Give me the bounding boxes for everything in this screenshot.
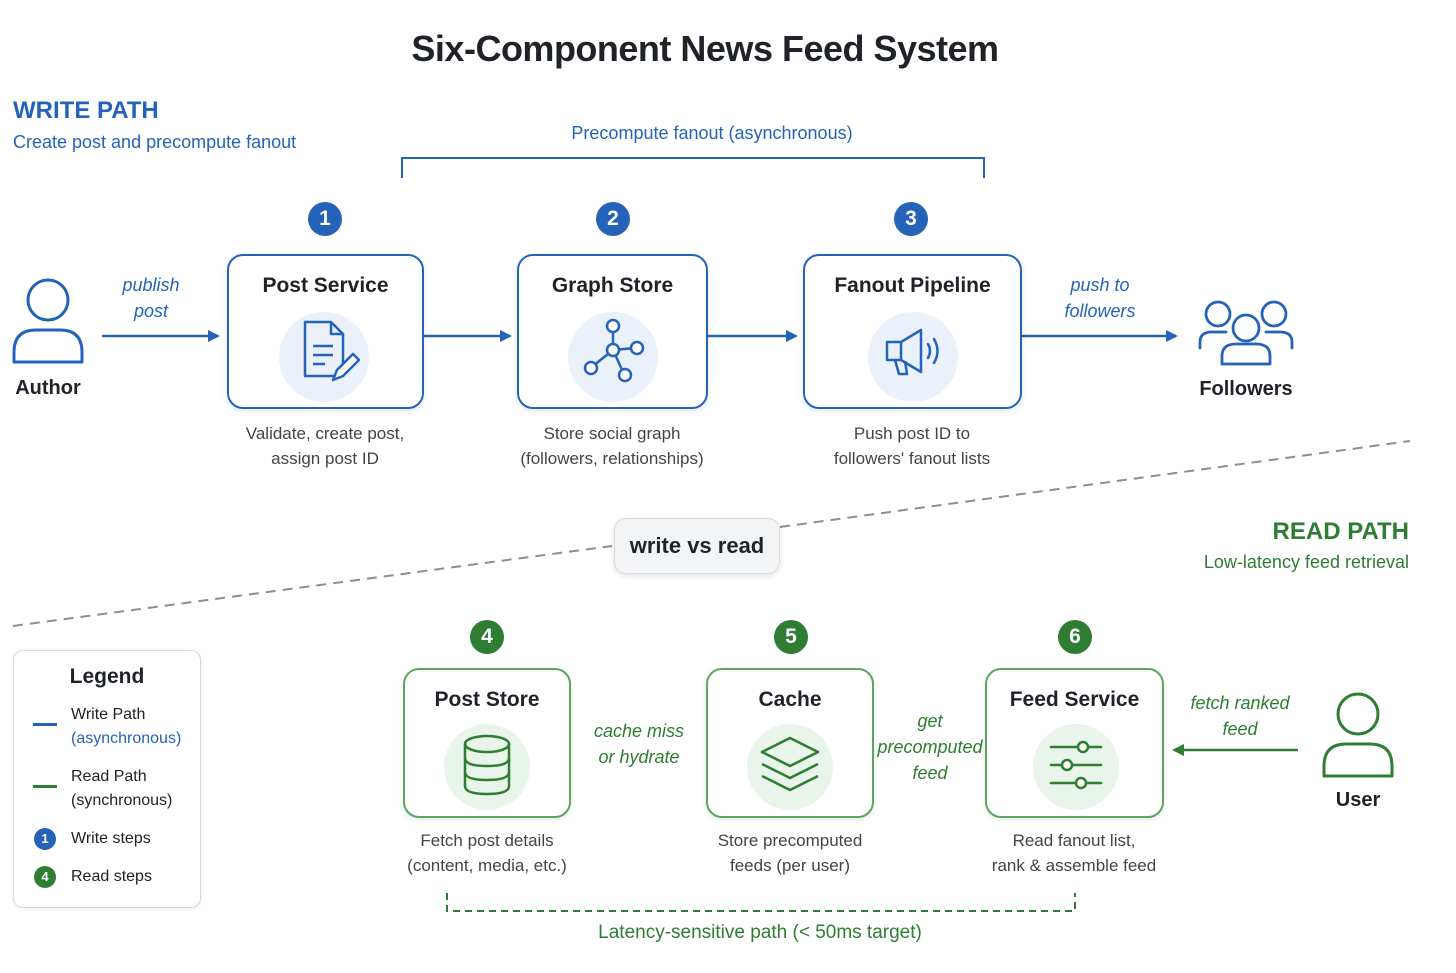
description-line: Validate, create post, xyxy=(245,424,405,443)
edge-label-line: post xyxy=(133,301,169,321)
edge-label-line: get xyxy=(917,711,943,731)
description-line: (followers, relationships) xyxy=(520,449,704,468)
user-actor: User xyxy=(1318,690,1398,820)
cache-description: Store precomputed feeds (per user) xyxy=(665,828,915,878)
write-path-subheading: Create post and precompute fanout xyxy=(13,132,297,152)
edge-label-line: feed xyxy=(1222,719,1258,739)
fanout-bracket xyxy=(401,157,985,178)
author-actor: Author xyxy=(8,276,88,406)
edge-label-line: feed xyxy=(912,763,948,783)
legend-text: (synchronous) xyxy=(71,792,173,809)
legend-write-steps: Write steps xyxy=(71,830,151,847)
legend-write-step-badge: 1 xyxy=(34,828,56,850)
graph-store-description: Store social graph (followers, relations… xyxy=(487,421,737,471)
fanout-bracket-label: Precompute fanout (asynchronous) xyxy=(571,123,853,143)
user-label: User xyxy=(1335,789,1381,811)
edge-label-line: fetch ranked xyxy=(1190,693,1290,713)
person-icon xyxy=(1322,692,1394,778)
read-path-subheading: Low-latency feed retrieval xyxy=(1203,552,1409,572)
diagram-title: Six-Component News Feed System xyxy=(411,28,999,69)
author-label: Author xyxy=(15,377,81,399)
legend-read-line xyxy=(33,785,57,788)
description-line: feeds (per user) xyxy=(730,856,850,875)
post-service-box[interactable]: Post Service xyxy=(227,254,424,409)
legend-read-path: Read Path (synchronous) xyxy=(71,765,172,813)
description-line: Store precomputed xyxy=(717,831,863,850)
followers-actor: Followers xyxy=(1196,296,1296,406)
person-icon xyxy=(12,278,84,364)
legend-write-path: Write Path (asynchronous) xyxy=(71,703,181,751)
description-line: Store social graph xyxy=(543,424,681,443)
database-icon xyxy=(463,734,511,796)
legend-text: (asynchronous) xyxy=(71,730,182,747)
latency-sensitive-label: Latency-sensitive path (< 50ms target) xyxy=(598,922,922,943)
graph-nodes-icon xyxy=(583,318,645,383)
step-badge-5: 5 xyxy=(774,620,808,654)
description-line: assign post ID xyxy=(271,449,379,468)
edge-label-line: cache miss xyxy=(593,721,685,741)
step-badge-2: 2 xyxy=(596,202,630,236)
edge-label-get-precomputed-feed: get precomputed feed xyxy=(872,708,988,786)
divider-line-left xyxy=(12,545,613,627)
edge-label-push-to-followers: push to followers xyxy=(1040,272,1160,324)
legend-read-steps: Read steps xyxy=(71,868,152,885)
feed-service-box[interactable]: Feed Service xyxy=(985,668,1164,818)
component-title: Post Store xyxy=(434,688,540,711)
description-line: Fetch post details xyxy=(420,831,554,850)
latency-bracket xyxy=(446,893,1076,912)
fanout-pipeline-description: Push post ID to followers' fanout lists xyxy=(787,421,1037,471)
legend-panel: Legend Write Path (asynchronous) Read Pa… xyxy=(13,650,201,908)
legend-text: Write Path xyxy=(71,706,146,723)
description-line: rank & assemble feed xyxy=(991,856,1157,875)
step-badge-4: 4 xyxy=(470,620,504,654)
read-path-heading: READ PATH xyxy=(1272,518,1409,545)
edge-label-line: publish xyxy=(122,275,180,295)
description-line: followers' fanout lists xyxy=(833,449,991,468)
post-store-box[interactable]: Post Store xyxy=(403,668,571,818)
edge-label-line: followers xyxy=(1064,301,1136,321)
divider-line-right xyxy=(779,440,1411,528)
legend-read-step-badge: 4 xyxy=(34,866,56,888)
edge-label-cache-miss: cache miss or hydrate xyxy=(580,718,698,770)
component-title: Feed Service xyxy=(1009,688,1140,711)
edge-label-fetch-ranked-feed: fetch ranked feed xyxy=(1176,690,1304,742)
fanout-pipeline-box[interactable]: Fanout Pipeline xyxy=(803,254,1022,409)
step-badge-6: 6 xyxy=(1058,620,1092,654)
component-title: Fanout Pipeline xyxy=(834,274,991,297)
legend-text: Read Path xyxy=(71,768,147,785)
edge-label-line: or hydrate xyxy=(598,747,680,767)
edge-label-line: precomputed xyxy=(877,737,983,757)
component-title: Cache xyxy=(758,688,822,711)
sliders-icon xyxy=(1049,740,1103,790)
component-title: Post Service xyxy=(262,274,389,297)
component-title: Graph Store xyxy=(551,274,674,297)
step-badge-1: 1 xyxy=(308,202,342,236)
write-path-heading: WRITE PATH xyxy=(13,97,159,124)
post-store-description: Fetch post details (content, media, etc.… xyxy=(362,828,612,878)
post-service-description: Validate, create post, assign post ID xyxy=(200,421,450,471)
edge-label-line: push to xyxy=(1070,275,1130,295)
description-line: Push post ID to xyxy=(853,424,971,443)
edge-label-publish-post: publish post xyxy=(100,272,202,324)
legend-write-line xyxy=(33,723,57,726)
followers-label: Followers xyxy=(1199,378,1293,400)
cache-box[interactable]: Cache xyxy=(706,668,874,818)
write-vs-read-label: write vs read xyxy=(614,518,780,574)
layers-icon xyxy=(760,736,820,792)
megaphone-icon xyxy=(885,328,939,376)
document-edit-icon xyxy=(303,320,361,382)
step-badge-3: 3 xyxy=(894,202,928,236)
description-line: (content, media, etc.) xyxy=(407,856,567,875)
legend-title: Legend xyxy=(69,665,145,688)
description-line: Read fanout list, xyxy=(1012,831,1136,850)
group-icon xyxy=(1198,300,1294,366)
graph-store-box[interactable]: Graph Store xyxy=(517,254,708,409)
feed-service-description: Read fanout list, rank & assemble feed xyxy=(949,828,1199,878)
